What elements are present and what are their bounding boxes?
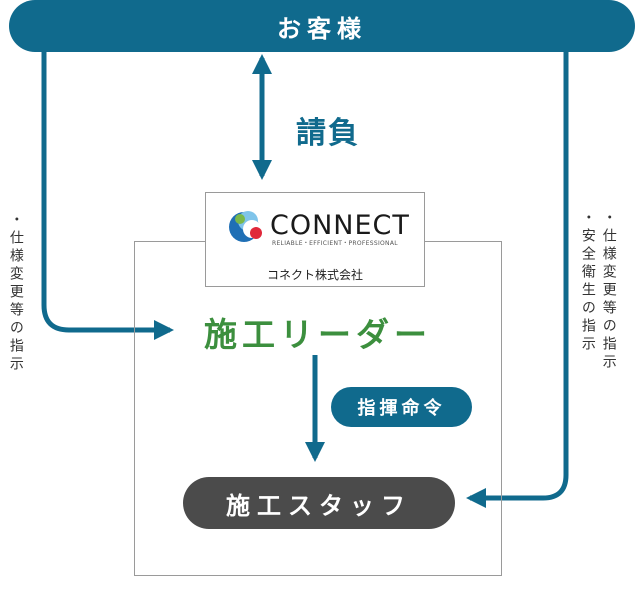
command-badge: 指揮命令 bbox=[331, 387, 472, 427]
staff-label: 施工スタッフ bbox=[226, 490, 412, 520]
logo-wordmark: CONNECT bbox=[270, 210, 410, 241]
left-instruction-note: ・仕様変更等の指示 bbox=[7, 212, 24, 374]
left-instruction-arrow bbox=[41, 50, 174, 340]
right-note-line: ・仕様変更等の指示 bbox=[600, 210, 617, 372]
construction-leader-label: 施工リーダー bbox=[204, 315, 432, 354]
contract-label: 請負 bbox=[296, 116, 360, 151]
customer-bar: お客様 bbox=[9, 0, 635, 52]
right-instruction-arrow bbox=[466, 50, 569, 508]
command-label: 指揮命令 bbox=[357, 398, 446, 419]
right-note-line: ・安全衛生の指示 bbox=[579, 210, 596, 354]
connect-logo-icon bbox=[229, 211, 262, 242]
company-logo-box bbox=[205, 192, 425, 287]
company-name: コネクト株式会社 bbox=[266, 268, 363, 282]
construction-staff-pill: 施工スタッフ bbox=[183, 477, 455, 529]
customer-label: お客様 bbox=[277, 13, 367, 43]
right-instruction-notes: ・仕様変更等の指示 ・安全衛生の指示 bbox=[578, 210, 618, 372]
logo-tagline: RELIABLE・EFFICIENT・PROFESSIONAL bbox=[272, 240, 398, 247]
